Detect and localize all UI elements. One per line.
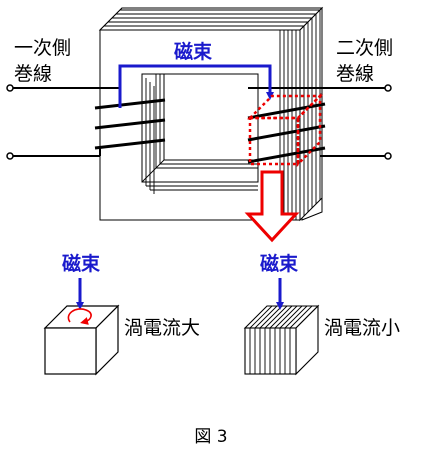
secondary-label-line1: 二次側 xyxy=(336,37,393,59)
flux-label-right: 磁束 xyxy=(260,252,299,275)
flux-label-left: 磁束 xyxy=(62,252,101,275)
laminated-block xyxy=(243,304,320,376)
solid-block xyxy=(43,304,120,376)
eddy-current-swirl xyxy=(67,308,92,325)
flux-path xyxy=(118,64,274,108)
primary-winding xyxy=(94,98,166,150)
secondary-winding xyxy=(247,102,326,164)
highlight-region xyxy=(246,92,324,168)
laminated-core xyxy=(98,6,324,222)
secondary-terminal-bottom xyxy=(384,152,392,160)
secondary-terminal-top xyxy=(384,84,392,92)
eddy-large-label: 渦電流大 xyxy=(124,317,200,339)
eddy-small-label: 渦電流小 xyxy=(324,317,400,339)
primary-terminal-top xyxy=(6,84,14,92)
flux-label-top: 磁束 xyxy=(174,40,213,63)
primary-label-line2: 巻線 xyxy=(14,63,52,85)
figure-caption: 図 3 xyxy=(194,427,227,447)
zoom-arrow xyxy=(244,170,300,243)
primary-terminal-bottom xyxy=(6,152,14,160)
primary-label-line1: 一次側 xyxy=(14,37,71,59)
secondary-label-line2: 巻線 xyxy=(336,63,374,85)
